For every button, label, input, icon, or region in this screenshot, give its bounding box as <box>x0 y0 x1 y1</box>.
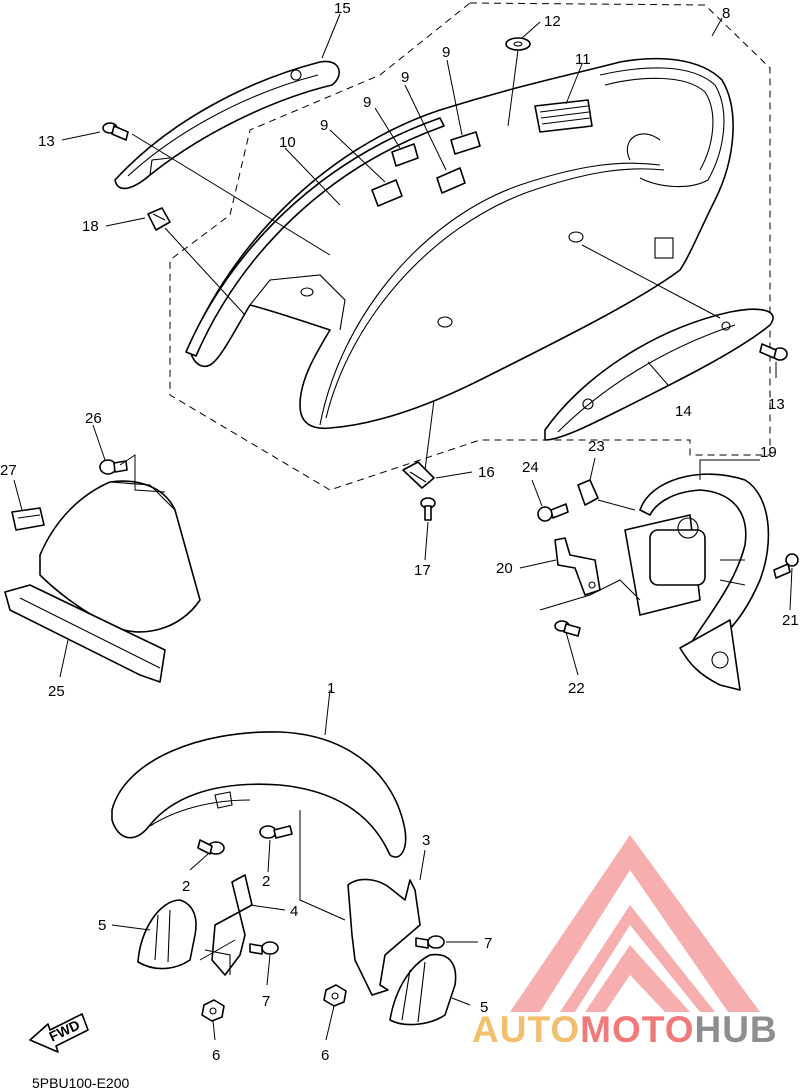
callout-2-center: 2 <box>262 873 270 890</box>
callout-16: 16 <box>478 464 495 481</box>
leader-lines <box>13 13 793 1041</box>
callout-25: 25 <box>48 683 65 700</box>
callout-26: 26 <box>85 410 102 427</box>
callout-9a: 9 <box>442 44 450 61</box>
callout-6-left: 6 <box>212 1047 220 1064</box>
callout-19: 19 <box>760 444 777 461</box>
caution-label-11 <box>534 99 593 133</box>
clip-16 <box>402 461 435 489</box>
callout-13-right: 13 <box>768 396 785 413</box>
callout-5-left: 5 <box>98 917 106 934</box>
callout-5-right: 5 <box>480 999 488 1016</box>
bolt-26 <box>99 459 128 475</box>
svg-text:AUTOMOTOHUB: AUTOMOTOHUB <box>472 1009 778 1050</box>
callout-10: 10 <box>279 134 296 151</box>
watermark-text: AUTOMOTOHUB <box>472 1009 778 1050</box>
callout-12: 12 <box>544 13 561 30</box>
nut-18 <box>147 207 171 231</box>
callout-17: 17 <box>414 562 431 579</box>
callout-4: 4 <box>290 903 298 920</box>
front-fender <box>111 731 407 858</box>
callout-22: 22 <box>568 680 585 697</box>
callout-13-left: 13 <box>38 133 55 150</box>
callout-11: 11 <box>575 51 591 68</box>
fwd-arrow: FWD <box>29 1013 89 1053</box>
diagram-code: 5PBU100-E200 <box>32 1075 130 1091</box>
callout-7-right: 7 <box>484 935 492 952</box>
callout-27: 27 <box>0 462 17 479</box>
bolt-13-right <box>759 343 788 361</box>
label-sticker-9b <box>391 143 419 167</box>
callout-6-right: 6 <box>321 1047 329 1064</box>
callout-14: 14 <box>675 403 692 420</box>
callout-21: 21 <box>782 612 799 629</box>
bracket-20 <box>554 537 601 596</box>
label-sticker-9c <box>436 167 466 194</box>
callout-24: 24 <box>522 459 539 476</box>
watermark-moto: MOTO <box>580 1009 694 1050</box>
bolt-2-left <box>197 839 225 855</box>
reflector-5-right <box>389 953 457 1026</box>
watermark-hub: HUB <box>694 1009 777 1050</box>
clip-23 <box>577 479 599 506</box>
callout-7-left: 7 <box>262 993 270 1010</box>
rear-fender <box>189 57 734 430</box>
callout-20: 20 <box>496 560 513 577</box>
watermark-auto: AUTO <box>472 1009 580 1050</box>
stay-4 <box>204 874 253 976</box>
callout-15: 15 <box>334 0 351 17</box>
grommet-12 <box>505 37 531 51</box>
stay-3 <box>347 878 421 996</box>
callout-8: 8 <box>722 5 730 22</box>
screw-24 <box>537 503 569 522</box>
nut-7-right <box>415 935 445 949</box>
nut-6-left <box>201 999 225 1022</box>
watermark-logo <box>510 835 760 1012</box>
callout-3: 3 <box>422 832 430 849</box>
bolt-22 <box>554 620 581 637</box>
callout-9c: 9 <box>363 94 371 111</box>
nut-6-right <box>323 984 347 1007</box>
molding-10 <box>185 117 445 357</box>
callout-2-left: 2 <box>182 878 190 895</box>
reflector-5-left <box>137 899 197 970</box>
callout-23: 23 <box>588 438 605 455</box>
callout-18: 18 <box>82 218 99 235</box>
license-light-bracket-19 <box>624 473 770 691</box>
clip-27 <box>11 507 45 531</box>
bolt-17 <box>420 497 436 521</box>
callout-1: 1 <box>327 680 335 697</box>
side-cover-15 <box>114 60 340 190</box>
cover-25 <box>4 480 201 683</box>
nut-7-left <box>249 941 279 955</box>
label-sticker-9d <box>450 131 481 155</box>
rear-fender-group-outline <box>169 2 771 491</box>
label-sticker-9a <box>371 179 403 207</box>
callout-9d: 9 <box>320 117 328 134</box>
callout-labels: 15 12 8 11 9 9 9 9 10 13 18 14 13 16 17 … <box>0 0 799 1064</box>
bolt-21 <box>773 553 799 579</box>
callout-9b: 9 <box>401 69 409 86</box>
bolt-13-left <box>102 122 129 141</box>
bolt-2-center <box>259 825 293 839</box>
